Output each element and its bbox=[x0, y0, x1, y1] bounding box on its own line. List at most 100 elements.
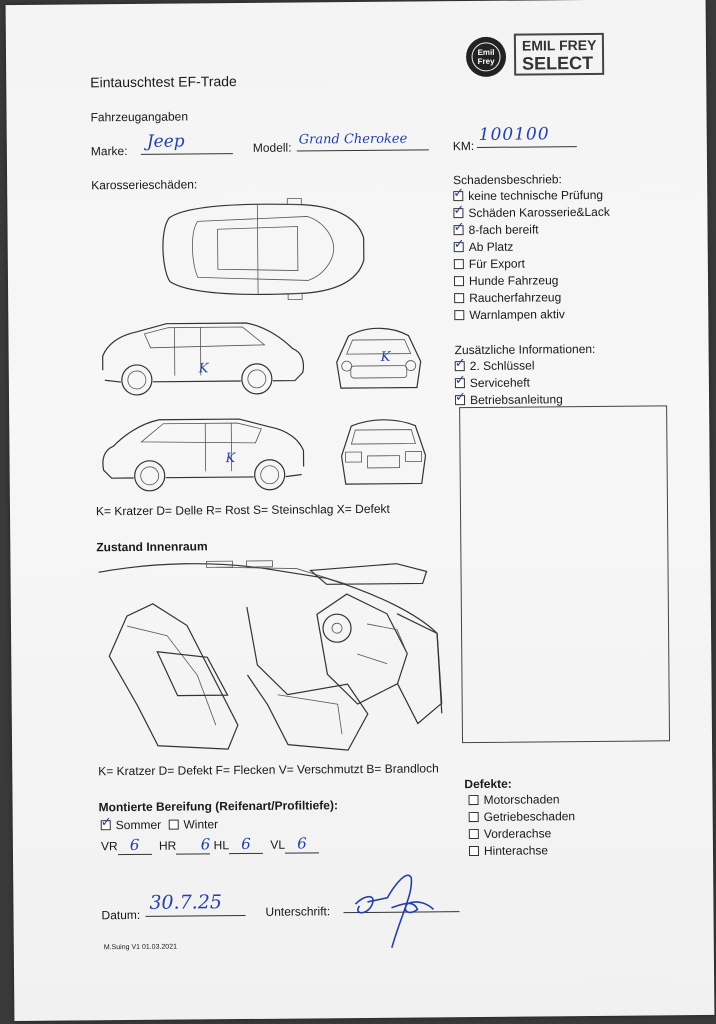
interior-legend: K= Kratzer D= Defekt F= Flecken V= Versc… bbox=[98, 761, 439, 779]
car-left-side-diagram[interactable] bbox=[96, 318, 309, 398]
checkbox[interactable] bbox=[453, 259, 464, 270]
info-item-service-book[interactable]: ✓Serviceheft bbox=[455, 373, 563, 393]
damage-item-dog-vehicle[interactable]: Hunde Fahrzeug bbox=[453, 273, 611, 291]
winter-option[interactable]: Winter bbox=[168, 817, 218, 832]
item-label: 2. Schlüssel bbox=[469, 358, 535, 374]
defects-list: Motorschaden Getriebeschaden Vorderachse… bbox=[468, 792, 575, 861]
signature-label: Unterschrift: bbox=[265, 904, 331, 919]
checkbox[interactable]: ✓ bbox=[453, 220, 465, 236]
car-top-view-diagram[interactable] bbox=[157, 198, 370, 301]
damage-item-smoker[interactable]: Raucherfahrzeug bbox=[454, 290, 611, 308]
additional-info-list: ✓2. Schlüssel ✓Serviceheft ✓Betriebsanle… bbox=[455, 356, 563, 410]
checkbox[interactable] bbox=[454, 293, 465, 304]
item-label: Raucherfahrzeug bbox=[469, 290, 562, 306]
damage-mark-left-side: K bbox=[198, 361, 209, 377]
hl-field[interactable]: 6 bbox=[228, 834, 264, 855]
damage-item-body-paint[interactable]: ✓Schäden Karosserie&Lack bbox=[453, 203, 610, 223]
checkbox[interactable] bbox=[468, 811, 479, 823]
model-field[interactable]: Grand Cherokee bbox=[296, 127, 429, 152]
damage-item-export[interactable]: Für Export bbox=[453, 256, 611, 274]
vehicle-section-title: Fahrzeugangaben bbox=[90, 109, 189, 125]
item-label: Motorschaden bbox=[483, 792, 560, 807]
hr-label: HR bbox=[158, 838, 177, 853]
model-label: Modell: bbox=[252, 140, 292, 155]
interior-diagram[interactable] bbox=[96, 553, 444, 756]
defect-item-rear-axle[interactable]: Hinterachse bbox=[468, 843, 576, 861]
defect-item-engine[interactable]: Motorschaden bbox=[468, 792, 575, 810]
version-text: M.Suing V1 01.03.2021 bbox=[103, 943, 178, 952]
checkbox[interactable]: ✓ bbox=[101, 815, 112, 831]
vr-field[interactable]: 6 bbox=[117, 835, 152, 856]
logo-line-2: SELECT bbox=[522, 52, 594, 74]
hr-value: 6 bbox=[200, 835, 211, 854]
damage-item-ab-platz[interactable]: ✓Ab Platz bbox=[454, 237, 611, 257]
hl-value: 6 bbox=[241, 834, 251, 854]
item-label: Betriebsanleitung bbox=[469, 392, 563, 408]
make-field[interactable]: Jeep bbox=[140, 131, 233, 155]
defects-title: Defekte: bbox=[464, 776, 512, 792]
info-item-second-key[interactable]: ✓2. Schlüssel bbox=[455, 356, 563, 376]
km-value: 100100 bbox=[478, 124, 550, 145]
date-label: Datum: bbox=[101, 907, 141, 923]
item-label: Schäden Karosserie&Lack bbox=[468, 204, 610, 221]
checkbox[interactable]: ✓ bbox=[453, 186, 464, 202]
body-damage-label: Karosserieschäden: bbox=[91, 177, 198, 193]
car-right-side-diagram[interactable] bbox=[97, 414, 310, 496]
check-mark-icon: ✓ bbox=[454, 373, 466, 389]
item-label: Hinterachse bbox=[483, 843, 549, 858]
car-rear-view-diagram[interactable] bbox=[331, 415, 436, 488]
item-label: Warnlampen aktiv bbox=[469, 307, 565, 323]
checkbox[interactable] bbox=[468, 845, 480, 857]
vl-label: VL bbox=[270, 837, 286, 852]
body-damage-legend: K= Kratzer D= Delle R= Rost S= Steinschl… bbox=[95, 501, 390, 519]
defect-item-gearbox[interactable]: Getriebeschaden bbox=[468, 809, 576, 827]
item-label: Hunde Fahrzeug bbox=[468, 273, 559, 289]
check-mark-icon: ✓ bbox=[453, 220, 465, 236]
form-sheet: Emil Frey EMIL FREY SELECT Eintauschtest… bbox=[5, 0, 715, 1022]
checkbox[interactable]: ✓ bbox=[455, 373, 466, 389]
damage-item-warning-lamps[interactable]: Warnlampen aktiv bbox=[454, 307, 611, 325]
form-title: Eintauschtest EF-Trade bbox=[90, 73, 237, 91]
emblem-icon bbox=[466, 36, 507, 77]
tire-type-row: ✓Sommer Winter bbox=[101, 815, 219, 833]
check-mark-icon: ✓ bbox=[453, 203, 465, 219]
vr-label: VR bbox=[100, 839, 118, 854]
vl-value: 6 bbox=[297, 834, 307, 853]
checkbox[interactable] bbox=[454, 310, 465, 321]
defect-item-front-axle[interactable]: Vorderachse bbox=[468, 826, 576, 844]
checkbox[interactable]: ✓ bbox=[455, 356, 466, 372]
item-label: keine technische Prüfung bbox=[468, 187, 604, 204]
make-value: Jeep bbox=[146, 131, 185, 152]
emil-frey-select-logo: EMIL FREY SELECT bbox=[513, 32, 605, 76]
damage-mark-front: K bbox=[380, 349, 391, 365]
hr-field[interactable]: 6 bbox=[176, 835, 211, 855]
damage-mark-right-side: K bbox=[225, 451, 236, 467]
emil-frey-emblem: Emil Frey bbox=[464, 35, 508, 79]
interior-title: Zustand Innenraum bbox=[96, 539, 208, 555]
vl-field[interactable]: 6 bbox=[284, 834, 320, 854]
checkbox[interactable]: ✓ bbox=[455, 390, 466, 406]
km-label: KM: bbox=[452, 138, 475, 154]
additional-info-title: Zusätzliche Informationen: bbox=[454, 341, 596, 358]
car-front-view-diagram[interactable] bbox=[326, 321, 431, 392]
item-label: Für Export bbox=[468, 256, 525, 272]
checkbox[interactable] bbox=[168, 819, 179, 830]
checkbox[interactable] bbox=[468, 828, 479, 840]
checkbox[interactable]: ✓ bbox=[454, 237, 465, 253]
damage-item-no-tech-check[interactable]: ✓keine technische Prüfung bbox=[453, 186, 610, 206]
checkbox[interactable] bbox=[453, 276, 465, 287]
logo-line-1: EMIL FREY bbox=[521, 36, 597, 54]
date-value: 30.7.25 bbox=[149, 891, 223, 914]
checkbox[interactable] bbox=[468, 794, 479, 806]
check-mark-icon: ✓ bbox=[454, 356, 466, 372]
damage-item-eight-tires[interactable]: ✓8-fach bereift bbox=[453, 220, 611, 240]
km-field[interactable]: 100100 bbox=[476, 124, 577, 148]
hl-label: HL bbox=[213, 838, 230, 853]
check-mark-icon: ✓ bbox=[100, 815, 112, 831]
date-field[interactable]: 30.7.25 bbox=[145, 891, 246, 917]
notes-box[interactable] bbox=[459, 405, 671, 744]
check-mark-icon: ✓ bbox=[453, 237, 465, 253]
damage-description-list: ✓keine technische Prüfung ✓Schäden Karos… bbox=[453, 186, 611, 325]
checkbox[interactable]: ✓ bbox=[453, 203, 464, 219]
summer-option[interactable]: ✓Sommer bbox=[101, 815, 161, 833]
